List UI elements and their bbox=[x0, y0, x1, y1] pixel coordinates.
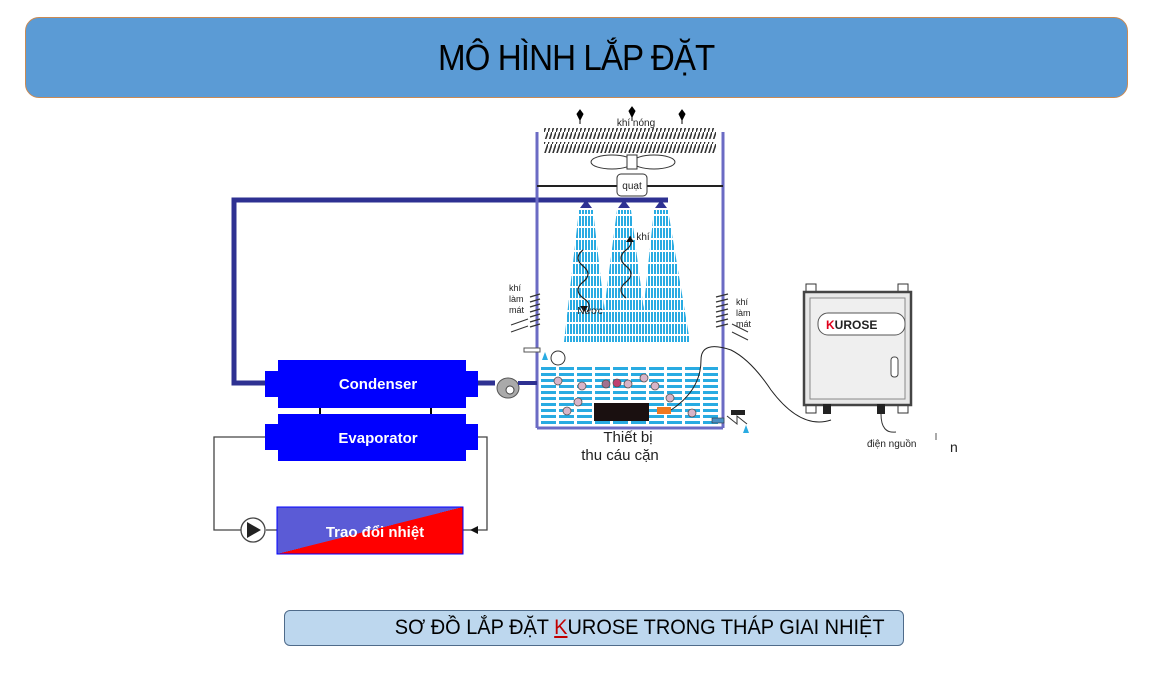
chilled-water-loop bbox=[213, 436, 488, 534]
page-title: MÔ HÌNH LẮP ĐẶT bbox=[438, 36, 715, 78]
cooling-air-left bbox=[510, 293, 541, 333]
title-banner: MÔ HÌNH LẮP ĐẶT bbox=[25, 17, 1128, 98]
air-label: khí bbox=[636, 232, 650, 243]
water-inlet-tap-icon bbox=[523, 347, 566, 366]
scale-particles bbox=[553, 373, 697, 418]
device-label-line1: Thiết bị bbox=[603, 429, 652, 446]
condenser-unit bbox=[265, 360, 478, 408]
water-label: Nươc bbox=[577, 306, 602, 317]
hot-air-arrows bbox=[576, 106, 686, 124]
scale-collector-device bbox=[594, 403, 649, 421]
spray-nozzles bbox=[564, 200, 690, 342]
hot-air-label: khí nóng bbox=[617, 118, 655, 129]
controller-brand: KUROSE bbox=[826, 318, 877, 332]
fan-label: quạt bbox=[622, 181, 642, 192]
cooling-air-right bbox=[715, 293, 749, 341]
evaporator-label: Evaporator bbox=[338, 430, 417, 447]
cooling-air-left-label: khí làm mát bbox=[509, 283, 526, 315]
evaporator-unit bbox=[265, 414, 478, 461]
water-pump-icon bbox=[496, 377, 537, 399]
sensor-connector bbox=[657, 407, 671, 414]
sensor-cable bbox=[670, 346, 832, 423]
heat-exchanger-label: Trao đổi nhiệt bbox=[326, 524, 424, 541]
power-cable bbox=[880, 413, 897, 433]
circulation-pump-icon bbox=[240, 517, 266, 543]
cooling-air-right-label: khí làm mát bbox=[736, 297, 753, 329]
louvers bbox=[544, 128, 716, 153]
air-path-icon bbox=[620, 235, 634, 299]
stray-text: n bbox=[950, 439, 958, 455]
kurose-controller bbox=[802, 283, 913, 414]
power-label: điện nguồn bbox=[867, 438, 917, 450]
water-path-icon bbox=[577, 249, 590, 313]
condenser-label: Condenser bbox=[339, 376, 418, 393]
device-label-line2: thu cáu cặn bbox=[581, 447, 659, 464]
drain-valve-icon bbox=[711, 410, 749, 433]
fan-icon bbox=[590, 154, 676, 197]
caption-box: SƠ ĐỒ LẮP ĐẶT KUROSE TRONG THÁP GIAI NHI… bbox=[284, 610, 904, 646]
condenser-pipe bbox=[231, 197, 668, 386]
caption-text: SƠ ĐỒ LẮP ĐẶT KUROSE TRONG THÁP GIAI NHI… bbox=[395, 616, 885, 639]
heat-exchanger bbox=[276, 506, 464, 555]
